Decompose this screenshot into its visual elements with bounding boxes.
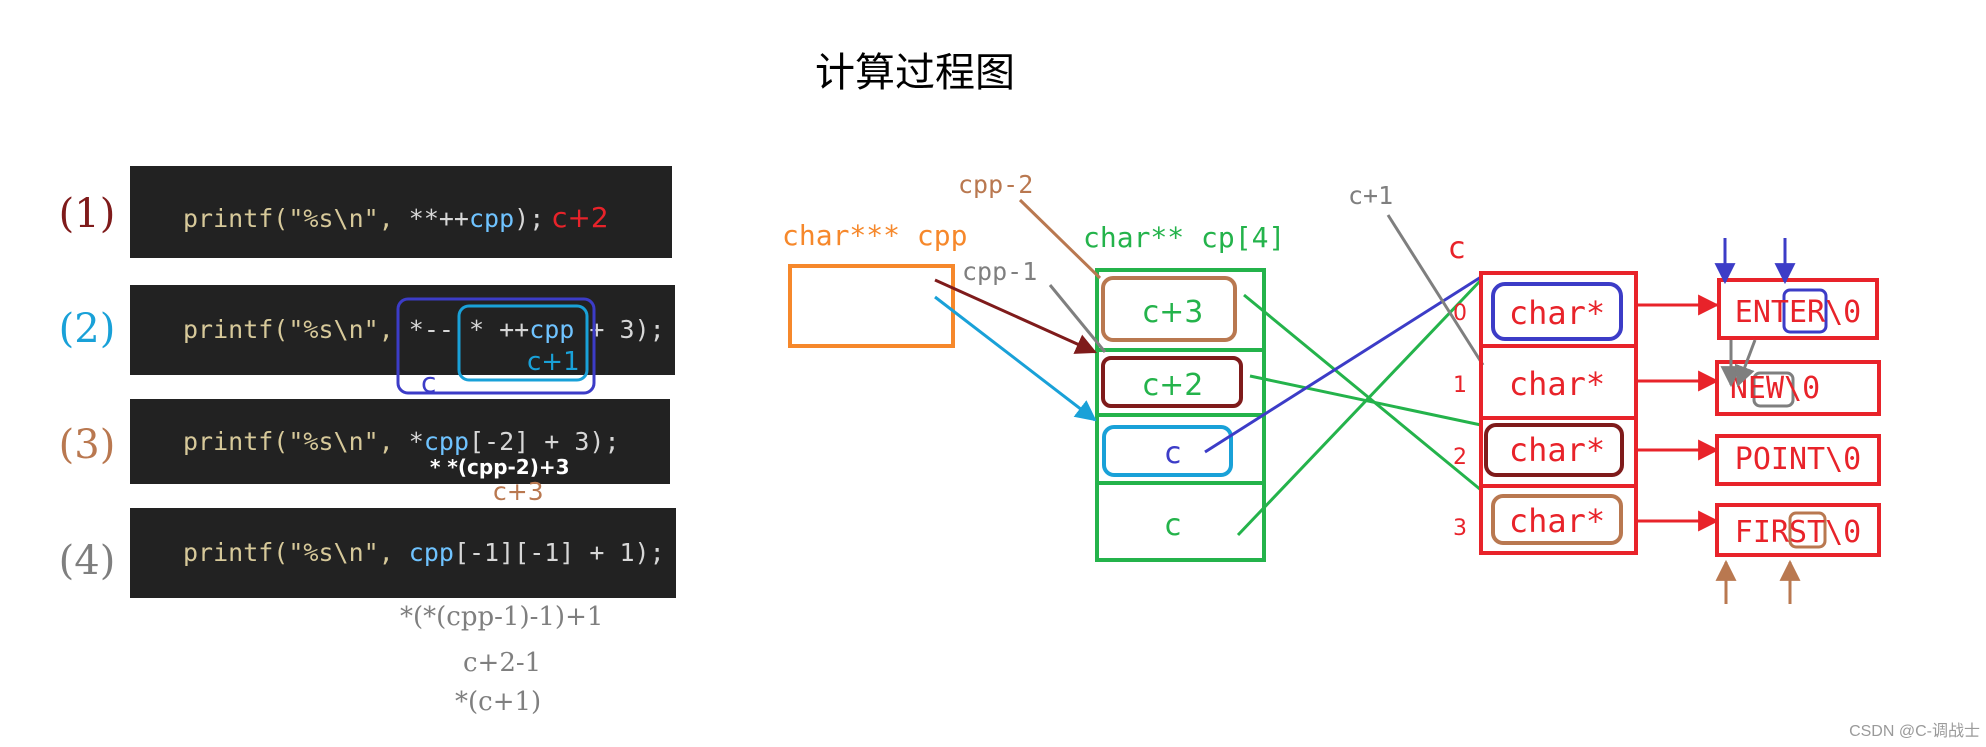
code-line-1-annotation: c+2 [552, 201, 609, 234]
code-line-3-label: (3) [59, 422, 116, 468]
c-cell-3: char* [1509, 502, 1605, 540]
link-cp2-to-c0 [1204, 275, 1482, 454]
c-index-2: 2 [1453, 445, 1467, 470]
string-point-text: POINT\0 [1735, 442, 1861, 477]
code-line-4-step-1: *(*(cpp-1)-1)+1 [400, 602, 603, 632]
cp-cell-1: c+2 [1143, 368, 1204, 403]
code-line-4-label: (4) [59, 538, 116, 584]
code-line-2-text: printf("%s\n", *-- * ++cpp + 3); [183, 315, 665, 344]
string-enter-box [1717, 278, 1879, 340]
c-index-0: 0 [1453, 301, 1467, 326]
cp-cell-1-highlight [1101, 356, 1243, 408]
cpp-minus-1-label: cpp-1 [962, 257, 1037, 286]
cpp-label: char*** cpp [782, 219, 967, 252]
string-enter-text: ENTER\0 [1735, 295, 1861, 330]
code-line-2-annotation-outer: c [421, 366, 436, 399]
string-new-highlight [1752, 371, 1795, 408]
cpp-minus-2-label: cpp-2 [958, 170, 1033, 199]
watermark: CSDN @C-调战士 [1849, 722, 1980, 740]
c-cell-1: char* [1509, 365, 1605, 403]
cp-cell-0: c+3 [1143, 295, 1204, 330]
line-c-plus-1 [1386, 214, 1485, 366]
string-enter-highlight [1782, 288, 1828, 334]
c-array-label: c [1449, 231, 1466, 266]
outer-expr-highlight [396, 297, 596, 395]
code-line-2-label: (2) [59, 306, 116, 352]
code-line-1-text: printf("%s\n", **++cpp); [183, 204, 544, 233]
code-line-3-annotation: c+3 [493, 477, 544, 506]
string-new-text: NEW\0 [1730, 371, 1820, 406]
code-line-4-step-3: *(c+1) [455, 687, 541, 717]
code-line-4: (4) printf("%s\n", cpp[-1][-1] + 1); *(*… [59, 508, 676, 717]
code-block-4 [130, 508, 676, 598]
c-cell-3-highlight [1491, 494, 1623, 545]
code-line-2-annotation-inner: c+1 [527, 347, 580, 377]
cp-cell-2-highlight [1102, 425, 1233, 477]
cp-cell-3: c [1165, 508, 1182, 543]
line-cpp-minus-2 [1018, 198, 1102, 280]
c-array: 0 1 2 3 char* char* char* char* [1453, 271, 1638, 555]
string-first-highlight [1788, 511, 1827, 549]
string-first: FIRST\0 [1715, 503, 1881, 557]
string-new: NEW\0 [1715, 360, 1881, 416]
c-cell-2-highlight [1484, 423, 1624, 477]
page-title: 计算过程图 [815, 50, 1015, 96]
cp-cell-2: c [1165, 436, 1182, 471]
cpp-box [788, 264, 955, 348]
cp-cell-0-highlight [1101, 276, 1237, 342]
code-block-1 [130, 166, 672, 258]
code-line-2: (2) printf("%s\n", *-- * ++cpp + 3); c c… [59, 285, 675, 399]
code-line-3-annotation-white: * *(cpp-2)+3 [430, 455, 570, 479]
string-point-box [1715, 434, 1881, 486]
gray-pointer-2 [1734, 339, 1757, 387]
string-point: POINT\0 [1715, 434, 1881, 486]
c-cell-0-highlight [1491, 282, 1623, 341]
string-new-box [1715, 360, 1881, 416]
inner-expr-highlight [457, 304, 589, 382]
c-cell-2: char* [1509, 431, 1605, 469]
string-first-box [1715, 503, 1881, 557]
code-line-1-label: (1) [59, 191, 116, 237]
arrow-cpp-to-cp-2 [934, 295, 1097, 422]
c-index-3: 3 [1453, 516, 1467, 541]
c-cell-0: char* [1509, 294, 1605, 332]
code-line-4-step-2: c+2-1 [463, 648, 541, 678]
c-index-1: 1 [1453, 373, 1467, 398]
c-plus-1-label: c+1 [1348, 181, 1393, 210]
code-line-3: (3) printf("%s\n", *cpp[-2] + 3); * *(cp… [59, 399, 670, 506]
code-line-3-text: printf("%s\n", *cpp[-2] + 3); [183, 427, 620, 456]
code-line-1: (1) printf("%s\n", **++cpp); c+2 [59, 166, 672, 258]
string-enter: ENTER\0 [1717, 278, 1879, 340]
c-array-outline [1479, 271, 1638, 555]
arrow-cpp-to-cp-1 [934, 278, 1097, 354]
cp-array-label: char** cp[4] [1083, 221, 1285, 254]
code-line-4-text: printf("%s\n", cpp[-1][-1] + 1); [183, 538, 665, 567]
line-cpp-minus-1 [1048, 284, 1107, 353]
link-cp3-to-c0 [1236, 278, 1483, 537]
string-first-text: FIRST\0 [1735, 515, 1861, 550]
link-cp0-to-c3 [1243, 293, 1482, 492]
code-block-3 [130, 399, 670, 484]
cp-array: c+3 c+2 c c [1095, 268, 1266, 562]
